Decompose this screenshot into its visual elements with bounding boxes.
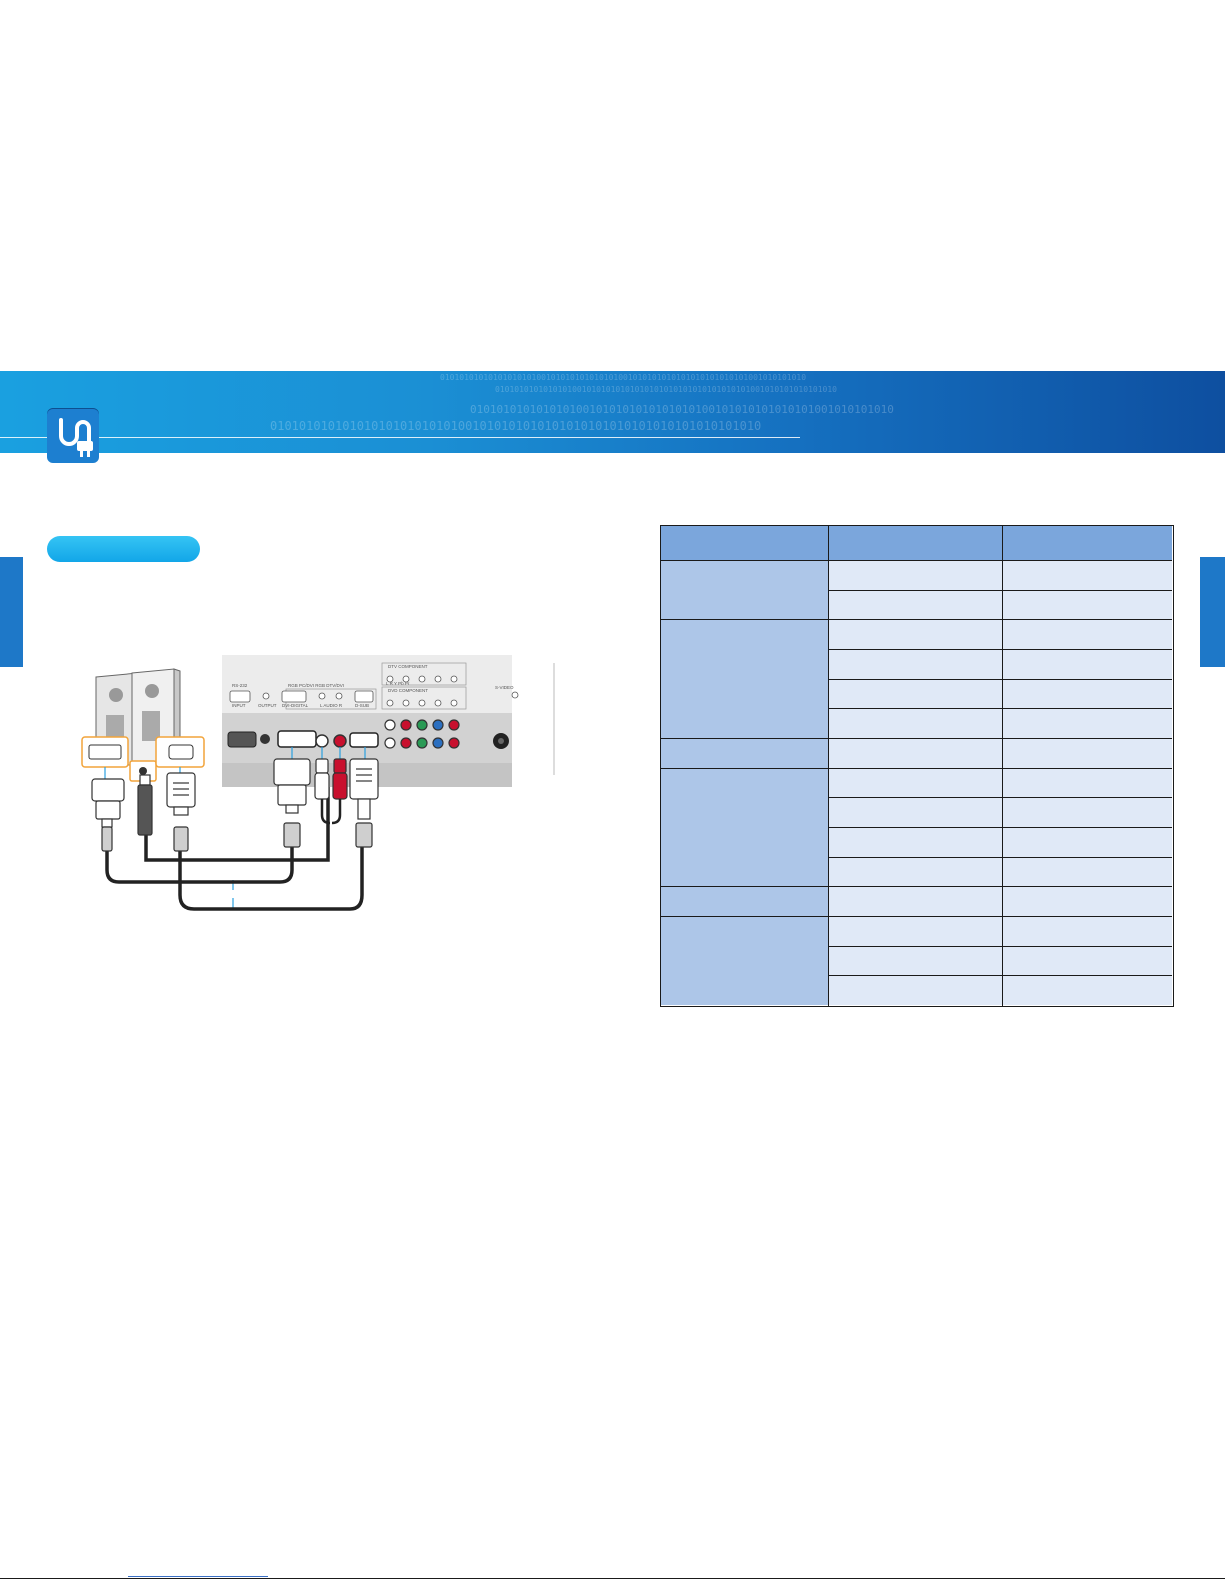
table-group-divider [661, 619, 1172, 621]
table-cell [828, 619, 1002, 649]
table-cell [828, 560, 1002, 590]
table-cell [828, 916, 1002, 946]
table-group-cell [661, 916, 828, 1005]
table-cell [1002, 856, 1172, 887]
table-cell [828, 708, 1002, 738]
dvi-digital-label: DVI-DIGITAL [282, 703, 309, 708]
pc-dsub-port [155, 736, 205, 768]
plug-connection-icon [47, 408, 99, 463]
table-cell [1002, 560, 1172, 590]
dvd-component-label: DVD COMPONENT [388, 688, 428, 693]
table-cell [828, 797, 1002, 827]
table-row-divider [828, 678, 1172, 680]
rs232-label: RS-232 [232, 683, 248, 688]
table-group-cell [661, 619, 828, 738]
binary-pattern-row: 0101010101010101010101010100101010101010… [270, 419, 762, 433]
table-row-divider [828, 797, 1172, 799]
table-row-divider [828, 589, 1172, 591]
table-group-cell [661, 886, 828, 916]
table-group-divider [661, 916, 1172, 917]
table-cell [828, 678, 1002, 709]
table-cell [1002, 945, 1172, 976]
table-cell [1002, 797, 1172, 827]
table-col-divider [1002, 526, 1003, 1006]
table-header-cell [1002, 526, 1172, 560]
table-cell [1002, 767, 1172, 798]
spec-table [660, 525, 1174, 1007]
table-cell [1002, 738, 1172, 768]
table-row-divider [828, 708, 1172, 710]
table-cell [828, 975, 1002, 1005]
table-cell [1002, 649, 1172, 679]
table-cell [828, 589, 1002, 620]
table-group-divider [661, 560, 1172, 561]
table-cell [1002, 916, 1172, 946]
table-cell [1002, 708, 1172, 738]
footer-link-underline [128, 1576, 268, 1577]
footer-rule [0, 1578, 1225, 1579]
table-cell [828, 649, 1002, 679]
table-group-cell [661, 767, 828, 887]
table-cell [828, 738, 1002, 768]
table-col-divider [828, 526, 829, 1006]
table-cell [1002, 886, 1172, 916]
table-cell [828, 856, 1002, 887]
table-group-divider [661, 738, 1172, 739]
table-cell [1002, 975, 1172, 1005]
left-side-tab [0, 557, 23, 667]
table-group-cell [661, 738, 828, 768]
binary-pattern-row: 0101010101010101010100101010101010101001… [440, 373, 807, 382]
table-cell [828, 886, 1002, 916]
svideo-label: S-VIDEO [495, 685, 514, 690]
table-cell [1002, 589, 1172, 620]
table-row-divider [828, 649, 1172, 650]
table-group-divider [661, 886, 1172, 888]
connection-diagram: RS-232 INPUT OUTPUT RGB PC/DVI RGB DTV/D… [81, 655, 555, 911]
table-row-divider [828, 827, 1172, 828]
table-cell [828, 827, 1002, 857]
dsub-label: D-SUB [355, 703, 369, 708]
table-cell [828, 945, 1002, 976]
binary-pattern-row: 0101010101010101001010101010101010100101… [470, 403, 894, 416]
table-group-cell [661, 560, 828, 620]
banner-rule [0, 437, 800, 438]
table-cell [828, 767, 1002, 798]
pc-dvi-port [81, 736, 129, 768]
dtv-component-label: DTV COMPONENT [388, 664, 428, 669]
input-label: INPUT [232, 703, 246, 708]
right-side-tab [1200, 557, 1225, 667]
table-row-divider [828, 856, 1172, 858]
section-heading-pill [47, 536, 200, 562]
pc-group-label: RGB PC/DVI RGB DTV/DVI [288, 683, 344, 688]
binary-pattern-row: 0101010101010101001010101010101010101010… [495, 385, 837, 394]
table-cell [1002, 827, 1172, 857]
tv-rear-panel: RS-232 INPUT OUTPUT RGB PC/DVI RGB DTV/D… [222, 655, 555, 787]
table-cell [1002, 678, 1172, 709]
table-row-divider [828, 945, 1172, 947]
table-header-cell [661, 526, 828, 560]
table-row-divider [828, 975, 1172, 977]
table-group-divider [661, 767, 1172, 769]
audio-label: L AUDIO R [320, 703, 343, 708]
table-cell [1002, 619, 1172, 649]
component-ports-label: L R Y Pb Pr [386, 681, 410, 686]
output-label: OUTPUT [258, 703, 277, 708]
header-banner: 0101010101010101010100101010101010101001… [0, 371, 1225, 453]
table-header-cell [828, 526, 1002, 560]
